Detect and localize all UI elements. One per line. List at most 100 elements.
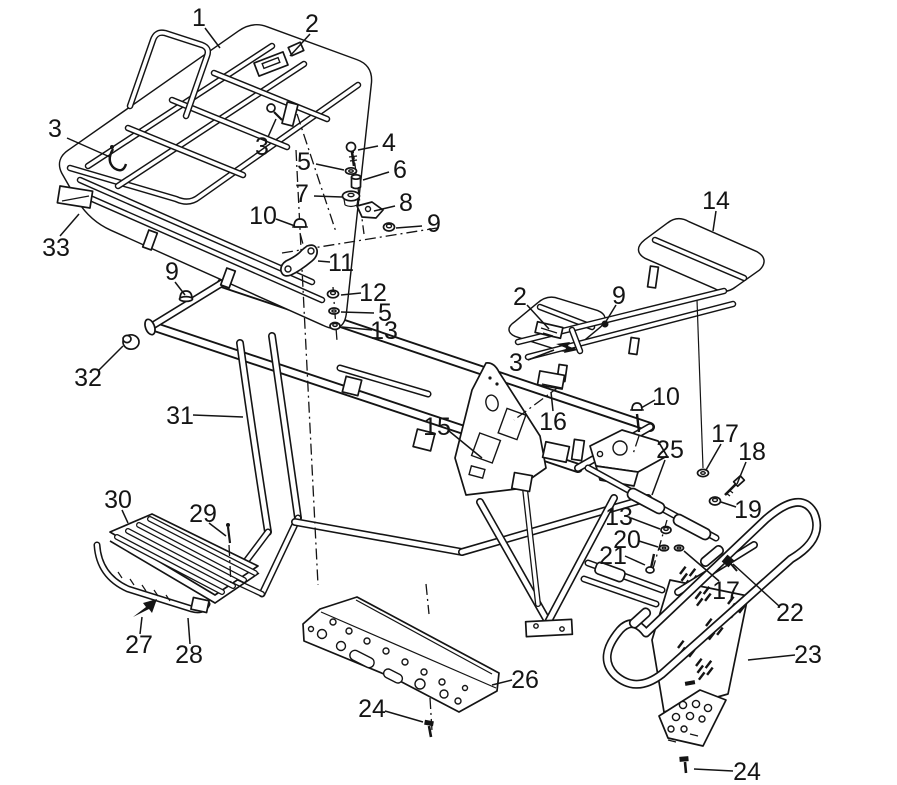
callout-leader-line [98,345,124,371]
callout-label-22: 22 [776,599,804,627]
plug-9-front-rack [601,320,609,328]
bumper-tube [604,499,820,688]
callout-leader-line [340,311,375,314]
frame-plug-32 [122,333,140,351]
callout-leader-line [640,399,656,409]
main-frame [144,278,720,638]
front-bumper [602,497,822,747]
tie-rod-sleeve [626,487,666,515]
callout-leader-line [174,281,186,296]
callout-leader-line [651,459,666,496]
reflector-16 [536,370,566,390]
callout-leader-line [712,210,717,232]
callout-label-2: 2 [513,283,527,311]
callout-label-16: 16 [539,408,567,436]
footrest-platform [109,513,259,596]
washer-20 [658,544,670,552]
callout-leader-line [204,27,221,49]
callout-leader-line [638,540,659,548]
frame-plug-9 [178,290,194,303]
callout-leader-line [315,163,345,171]
callout-label-25: 25 [656,436,684,464]
callout-leader-line [373,205,396,212]
callout-label-21: 21 [599,542,627,570]
rear-rack-fence [128,30,210,118]
callout-label-26: 26 [511,666,539,694]
callout-label-17: 17 [711,420,739,448]
footrest [93,513,260,614]
nut-9a [382,222,396,232]
callout-label-3: 3 [509,349,523,377]
callout-leader-line [340,292,362,296]
callout-label-12: 12 [359,279,387,307]
grommet-7 [341,190,361,208]
bolt-21 [645,553,656,574]
callout-label-32: 32 [74,364,102,392]
callout-leader-line [341,326,373,331]
callout-label-10: 10 [652,383,680,411]
callout-leader-line [313,195,343,198]
callout-label-3: 3 [255,133,269,161]
callout-leader-line [527,349,555,361]
bolt-3-rear [266,101,299,127]
pin-29 [226,523,232,544]
bolt-24a [424,719,434,738]
nut-13a [329,321,341,331]
bolt-18 [724,474,746,497]
callout-leader-line [720,501,737,508]
callout-leader-line [526,304,550,330]
callout-leader-line [289,33,311,57]
callout-leader-line [448,430,483,459]
callout-leader-line [693,768,734,772]
washer-17a [696,468,710,478]
skid-plate [302,596,500,713]
nut-13b [660,525,672,535]
callout-label-20: 20 [613,526,641,554]
callout-leader-line [275,218,296,227]
bracket-11 [280,244,318,277]
callout-label-1: 1 [192,4,206,32]
callout-label-5: 5 [297,148,311,176]
arrow-3-front [556,342,578,353]
hardware [56,101,746,774]
callout-label-6: 6 [393,156,407,184]
callout-label-23: 23 [794,641,822,669]
bolt-24b [679,756,689,774]
callout-leader-line [747,654,796,661]
callout-label-3: 3 [48,115,62,143]
callout-label-11: 11 [328,249,354,277]
callout-leader-line [732,563,780,607]
nut-12 [326,289,340,299]
callout-label-17: 17 [712,577,740,605]
washer-17b [673,544,685,552]
bracket-8 [356,201,384,219]
callout-label-24: 24 [733,758,761,785]
callout-label-7: 7 [295,180,309,208]
callout-leader-line [317,260,331,263]
callout-leader-line [59,213,80,237]
callout-leader-line [139,616,143,635]
frame-foot-plate [524,618,574,638]
callout-label-14: 14 [702,187,730,215]
callout-label-5: 5 [378,299,392,327]
callout-leader-line [491,679,513,686]
callout-leader-line [550,391,554,412]
callout-leader-line [630,517,661,530]
callout-label-27: 27 [125,631,153,659]
callout-leader-line [683,550,720,582]
callout-label-18: 18 [738,438,766,466]
arrow-27 [133,599,157,617]
callout-label-4: 4 [382,129,396,157]
callout-label-24: 24 [358,695,386,723]
reflector-33 [56,185,94,209]
spacer-6 [350,173,362,190]
callout-label-13: 13 [605,503,633,531]
callout-label-30: 30 [104,486,132,514]
rear-rack [58,23,373,329]
callout-leader-line [121,509,129,524]
callout-leader-line [362,171,390,181]
callout-label-9: 9 [612,282,626,310]
